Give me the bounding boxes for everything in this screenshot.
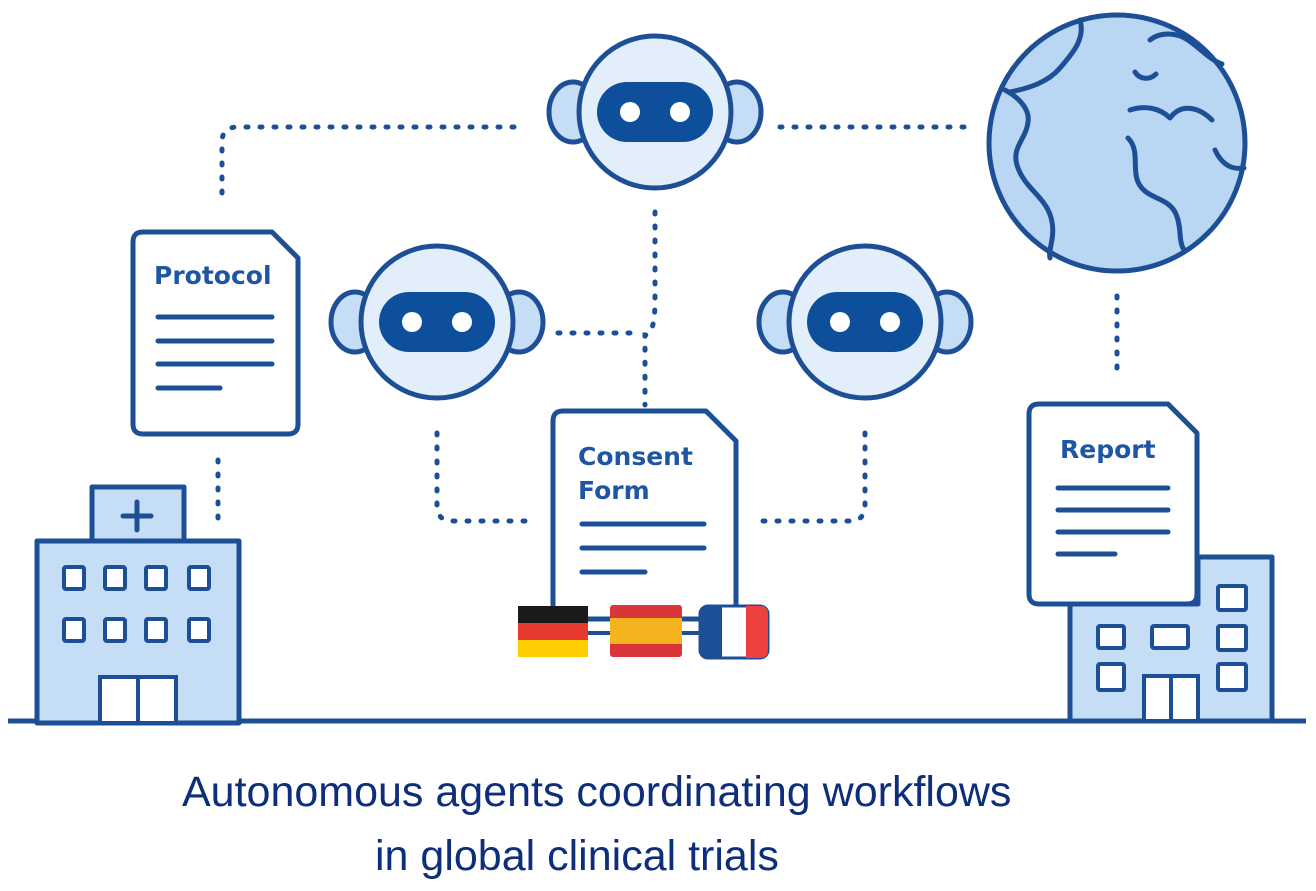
link-protocol-to-top-agent: [219, 124, 523, 196]
office-building-icon: [1067, 554, 1275, 724]
hospital-icon: [34, 484, 242, 726]
report-document: Report: [1026, 401, 1200, 607]
protocol-title: Protocol: [154, 261, 272, 290]
link-top-agent-to-consent: [642, 209, 658, 408]
globe-icon: [986, 12, 1248, 274]
flag-icon: [518, 606, 588, 657]
consent-form-document: Consent Form: [550, 408, 739, 622]
robot-icon: [546, 33, 764, 191]
robot-icon: [328, 243, 546, 401]
flag-icon: [698, 604, 770, 660]
report-title: Report: [1060, 435, 1156, 464]
flag-icon: [610, 605, 682, 657]
robot-icon: [756, 243, 974, 401]
consent-form-title-line1: Consent: [578, 442, 693, 471]
caption-line-2: in global clinical trials: [375, 832, 779, 880]
link-right-agent-to-consent: [759, 430, 868, 524]
connector-links: [215, 124, 1120, 524]
language-flags: [518, 604, 770, 660]
protocol-document: Protocol: [130, 229, 301, 437]
link-left-agent-to-consent: [434, 430, 533, 524]
consent-form-title-line2: Form: [578, 476, 650, 505]
caption-line-1: Autonomous agents coordinating workflows: [182, 768, 1011, 816]
